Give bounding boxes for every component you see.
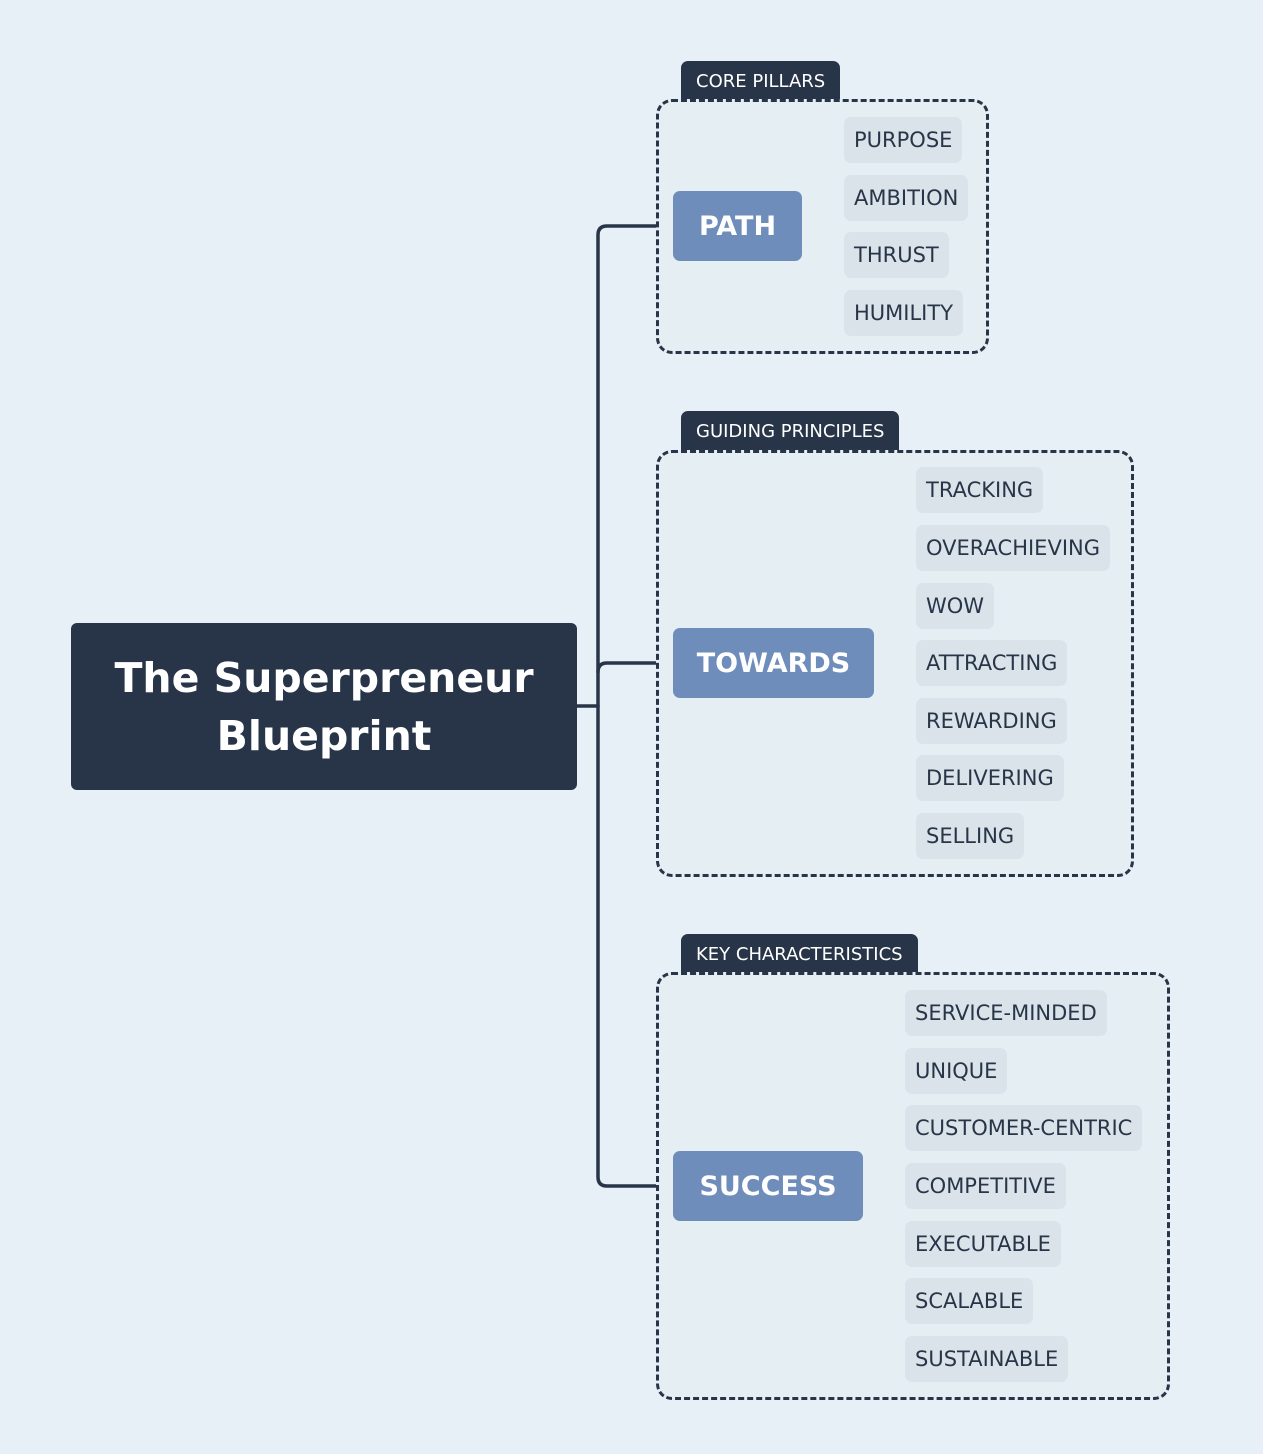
branch-node-path[interactable]: PATH [673,191,802,261]
branch-node-success[interactable]: SUCCESS [673,1151,863,1221]
root-title: The Superpreneur Blueprint [114,653,534,760]
group-tag-key-characteristics: KEY CHARACTERISTICS [681,934,918,974]
leaf-node-humility[interactable]: HUMILITY [844,290,964,336]
leaf-node-service-minded[interactable]: SERVICE-MINDED [905,990,1107,1036]
leaf-node-selling[interactable]: SELLING [916,813,1025,859]
leaf-node-attracting[interactable]: ATTRACTING [916,640,1068,686]
leaf-node-delivering[interactable]: DELIVERING [916,755,1064,801]
branch-node-towards[interactable]: TOWARDS [673,628,874,698]
leaf-node-unique[interactable]: UNIQUE [905,1048,1008,1094]
leaf-node-tracking[interactable]: TRACKING [916,467,1044,513]
leaf-node-ambition[interactable]: AMBITION [844,175,969,221]
group-tag-core-pillars: CORE PILLARS [681,61,841,101]
leaf-node-sustainable[interactable]: SUSTAINABLE [905,1336,1069,1382]
group-tag-guiding-principles: GUIDING PRINCIPLES [681,411,900,451]
root-node[interactable]: The Superpreneur Blueprint [71,623,577,790]
leaf-node-thrust[interactable]: THRUST [844,232,949,278]
leaf-node-executable[interactable]: EXECUTABLE [905,1221,1061,1267]
leaf-node-wow[interactable]: WOW [916,583,995,629]
leaf-node-purpose[interactable]: PURPOSE [844,117,963,163]
leaf-node-overachieving[interactable]: OVERACHIEVING [916,525,1110,571]
leaf-node-customer-centric[interactable]: CUSTOMER-CENTRIC [905,1105,1143,1151]
leaf-node-rewarding[interactable]: REWARDING [916,698,1067,744]
leaf-node-competitive[interactable]: COMPETITIVE [905,1163,1066,1209]
leaf-node-scalable[interactable]: SCALABLE [905,1278,1034,1324]
